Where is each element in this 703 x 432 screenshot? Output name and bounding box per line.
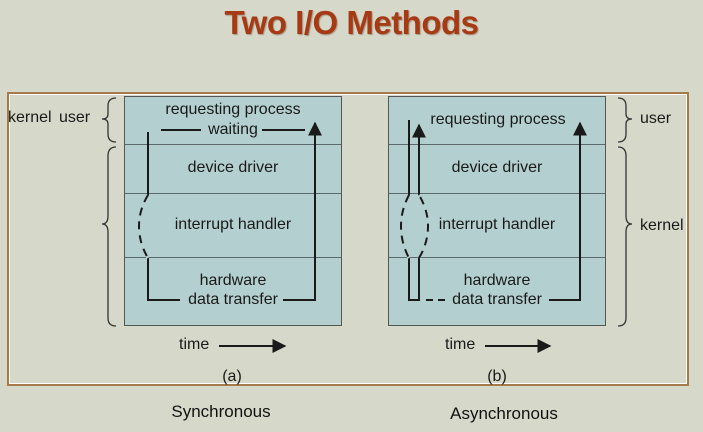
sync-hardware: hardware — [199, 272, 267, 289]
async-inner-dashed — [417, 194, 430, 259]
sync-data-transfer: data transfer — [188, 291, 278, 308]
sync-time-label: time — [179, 336, 210, 353]
sync-layer-divider — [125, 193, 341, 194]
left-kernel-label: kernel — [8, 109, 52, 126]
async-requesting-process: requesting process — [430, 111, 566, 128]
right-user-label: user — [640, 110, 672, 127]
async-layer-divider — [389, 257, 605, 258]
async-caption: Asynchronous — [450, 404, 558, 423]
right-user-brace — [617, 97, 633, 143]
async-layer-divider — [389, 144, 605, 145]
sync-dashed-curve — [137, 194, 149, 259]
async-layer-divider — [389, 193, 605, 194]
async-device-driver: device driver — [451, 159, 543, 176]
sync-layer-divider — [125, 144, 341, 145]
async-panel-label: (b) — [487, 368, 507, 385]
sync-caption: Synchronous — [171, 402, 271, 421]
sync-up-arrow — [283, 121, 322, 301]
async-outer-dashed-curve — [399, 194, 410, 259]
async-hardware: hardware — [463, 272, 531, 289]
sync-interrupt-handler: interrupt handler — [174, 216, 292, 233]
sync-waiting: waiting — [208, 121, 258, 138]
sync-dashed-segment — [137, 194, 150, 259]
sync-device-driver: device driver — [187, 159, 279, 176]
left-kernel-brace — [101, 146, 117, 327]
async-outer-dashed — [399, 194, 411, 259]
async-time-label: time — [445, 336, 476, 353]
left-user-label: user — [59, 109, 91, 126]
async-up-arrow — [549, 121, 587, 301]
right-kernel-brace — [617, 146, 633, 327]
page-title: Two I/O Methods — [224, 4, 479, 41]
async-inner-dashed-curve — [418, 194, 430, 259]
right-kernel-label: kernel — [640, 217, 684, 234]
sync-layer-divider — [125, 257, 341, 258]
async-data-transfer: data transfer — [452, 291, 542, 308]
async-interrupt-handler: interrupt handler — [438, 216, 556, 233]
sync-down-path — [137, 132, 180, 301]
left-user-brace — [101, 97, 117, 143]
sync-requesting-process: requesting process — [165, 101, 301, 118]
sync-panel — [124, 96, 342, 326]
diagram-frame — [7, 92, 689, 386]
sync-panel-label: (a) — [222, 368, 242, 385]
